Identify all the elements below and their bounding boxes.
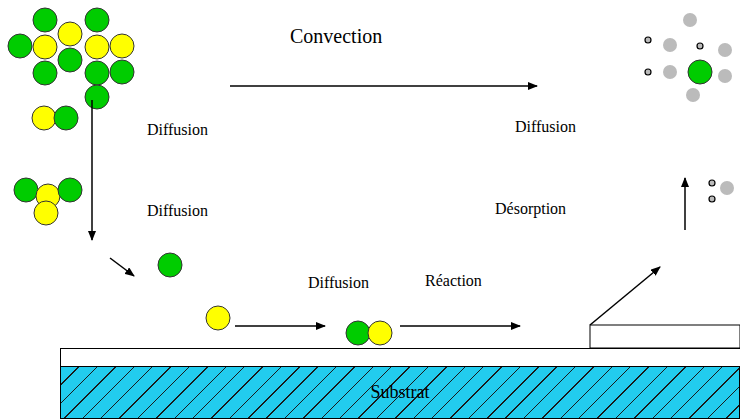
process-label: Diffusion xyxy=(515,118,576,136)
process-label: Diffusion xyxy=(147,202,208,220)
substrate-label: Substrat xyxy=(370,382,429,403)
process-label: Convection xyxy=(290,25,382,47)
substrate-block: Substrat xyxy=(60,366,740,419)
process-label: Diffusion xyxy=(308,274,369,292)
process-label: Désorption xyxy=(495,200,566,218)
process-label: Diffusion xyxy=(147,121,208,139)
process-label: Réaction xyxy=(425,272,482,290)
